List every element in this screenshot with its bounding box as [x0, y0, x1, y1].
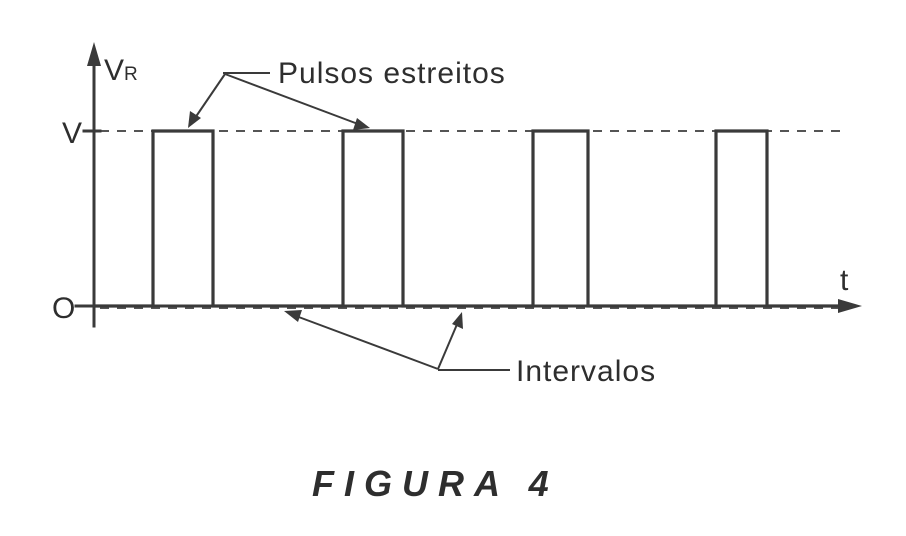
interval-leader-arrowhead-2 — [452, 312, 463, 329]
y-axis-label: VR — [104, 54, 138, 87]
pulse-leader-arrowhead-2 — [353, 118, 370, 130]
pulse-leader-line-1 — [194, 73, 226, 119]
pulse-leader-arrowhead-1 — [188, 111, 201, 128]
high-level-label: V — [62, 117, 82, 150]
y-axis-arrowhead — [87, 42, 101, 66]
interval-leader-arrowhead-1 — [284, 310, 302, 322]
intervals-annotation: Intervalos — [516, 355, 656, 388]
pulse-waveform — [94, 129, 840, 308]
x-axis-label: t — [840, 264, 849, 297]
x-axis-arrowhead — [838, 299, 862, 313]
pulse-leader-line-2 — [224, 73, 359, 125]
figure-caption: FIGURA 4 — [312, 463, 559, 504]
pulses-annotation: Pulsos estreitos — [278, 57, 506, 90]
interval-leader-line-2 — [437, 321, 459, 370]
low-level-label: O — [52, 292, 75, 325]
interval-leader-line-1 — [295, 315, 439, 370]
